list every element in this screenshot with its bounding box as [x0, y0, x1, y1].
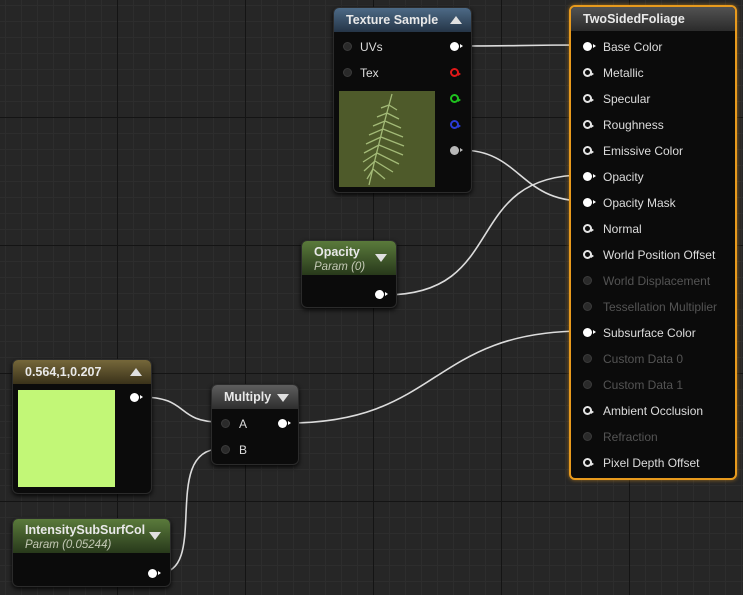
- material-pin-label: Pixel Depth Offset: [603, 456, 700, 470]
- wire-multiply-to-subsurface-color: [287, 330, 585, 424]
- collapse-up-arrow-icon[interactable]: [130, 368, 142, 376]
- material-pin-label: Tessellation Multiplier: [603, 300, 718, 314]
- material-pin-ambient-occlusion[interactable]: [583, 406, 594, 415]
- material-pin-label: World Position Offset: [603, 248, 716, 262]
- material-pin-label: Ambient Occlusion: [603, 404, 704, 418]
- constant-color-title: 0.564,1,0.207: [25, 365, 102, 379]
- expand-down-arrow-icon[interactable]: [375, 254, 387, 262]
- color-output-pin[interactable]: [130, 393, 143, 402]
- wire-color-to-multiply-a: [140, 396, 221, 423]
- material-pin-specular[interactable]: [583, 94, 594, 103]
- uvs-input-label: UVs: [360, 40, 383, 54]
- collapse-up-arrow-icon[interactable]: [450, 16, 462, 24]
- expand-down-arrow-icon[interactable]: [277, 394, 289, 402]
- multiply-a-label: A: [239, 417, 248, 431]
- expand-down-arrow-icon[interactable]: [149, 532, 161, 540]
- material-pin-label: Base Color: [603, 40, 663, 54]
- multiply-b-label: B: [239, 443, 248, 457]
- material-pin-label: Custom Data 0: [603, 352, 684, 366]
- material-pin-label: Metallic: [603, 66, 644, 80]
- a-output-pin[interactable]: [450, 146, 463, 155]
- material-pin-label: Subsurface Color: [603, 326, 696, 340]
- multiply-output-pin[interactable]: [278, 419, 291, 428]
- b-output-pin[interactable]: [450, 120, 461, 129]
- material-pin-opacity[interactable]: [583, 172, 596, 181]
- wire-intensity-to-multiply-b: [158, 448, 221, 574]
- tex-input-pin[interactable]: [343, 68, 352, 77]
- material-pin-custom-data-0[interactable]: [583, 354, 592, 363]
- texture-sample-node[interactable]: Texture Sample UVs Tex: [333, 7, 472, 193]
- constant-color-header[interactable]: 0.564,1,0.207: [13, 360, 151, 384]
- uvs-input-pin[interactable]: [343, 42, 352, 51]
- material-header[interactable]: TwoSidedFoliage: [571, 7, 735, 31]
- multiply-b-input-pin[interactable]: [221, 445, 230, 454]
- texture-sample-header[interactable]: Texture Sample: [334, 8, 471, 32]
- material-pin-label: Opacity: [603, 170, 644, 184]
- material-pin-label: Refraction: [603, 430, 658, 444]
- multiply-node[interactable]: Multiply A B: [211, 384, 299, 465]
- material-pin-emissive-color[interactable]: [583, 146, 594, 155]
- wire-opacity-param-to-opacity: [384, 174, 585, 296]
- intensity-output-pin[interactable]: [148, 569, 161, 578]
- material-pin-custom-data-1[interactable]: [583, 380, 592, 389]
- material-pin-label: Custom Data 1: [603, 378, 684, 392]
- material-pin-opacity-mask[interactable]: [583, 198, 596, 207]
- material-title: TwoSidedFoliage: [583, 12, 685, 26]
- material-pin-roughness[interactable]: [583, 120, 594, 129]
- intensity-param-header[interactable]: IntensitySubSurfCol Param (0.05244): [13, 519, 170, 553]
- material-pin-label: Normal: [603, 222, 642, 236]
- wire-texture-rgb-to-base-color: [460, 44, 585, 47]
- color-swatch: [18, 390, 115, 487]
- opacity-param-node[interactable]: Opacity Param (0): [301, 240, 397, 308]
- material-pin-pixel-depth-offset[interactable]: [583, 458, 594, 467]
- material-pin-refraction[interactable]: [583, 432, 592, 441]
- g-output-pin[interactable]: [450, 94, 461, 103]
- fern-leaf-texture-preview: [339, 91, 435, 187]
- material-pin-base-color[interactable]: [583, 42, 596, 51]
- rgb-output-pin[interactable]: [450, 42, 463, 51]
- opacity-param-subtitle: Param (0): [314, 261, 366, 273]
- r-output-pin[interactable]: [450, 68, 461, 77]
- intensity-param-node[interactable]: IntensitySubSurfCol Param (0.05244): [12, 518, 171, 587]
- intensity-param-subtitle: Param (0.05244): [25, 539, 112, 551]
- material-pin-world-displacement[interactable]: [583, 276, 592, 285]
- opacity-param-title: Opacity: [314, 245, 360, 259]
- tex-input-label: Tex: [360, 66, 379, 80]
- opacity-output-pin[interactable]: [375, 290, 388, 299]
- wire-texture-alpha-to-opacity-mask: [460, 149, 585, 202]
- multiply-a-input-pin[interactable]: [221, 419, 230, 428]
- material-pin-normal[interactable]: [583, 224, 594, 233]
- material-pin-label: World Displacement: [603, 274, 711, 288]
- material-pin-label: Emissive Color: [603, 144, 684, 158]
- intensity-param-title: IntensitySubSurfCol: [25, 523, 146, 537]
- constant-color-node[interactable]: 0.564,1,0.207: [12, 359, 152, 494]
- material-pin-metallic[interactable]: [583, 68, 594, 77]
- material-pin-label: Roughness: [603, 118, 664, 132]
- material-pin-label: Specular: [603, 92, 651, 106]
- multiply-title: Multiply: [224, 390, 272, 404]
- material-pin-subsurface-color[interactable]: [583, 328, 596, 337]
- texture-sample-title: Texture Sample: [346, 13, 439, 27]
- material-pin-tessellation-multiplier[interactable]: [583, 302, 592, 311]
- material-pin-world-position-offset[interactable]: [583, 250, 594, 259]
- multiply-header[interactable]: Multiply: [212, 385, 298, 409]
- material-pin-label: Opacity Mask: [603, 196, 676, 210]
- opacity-param-header[interactable]: Opacity Param (0): [302, 241, 396, 275]
